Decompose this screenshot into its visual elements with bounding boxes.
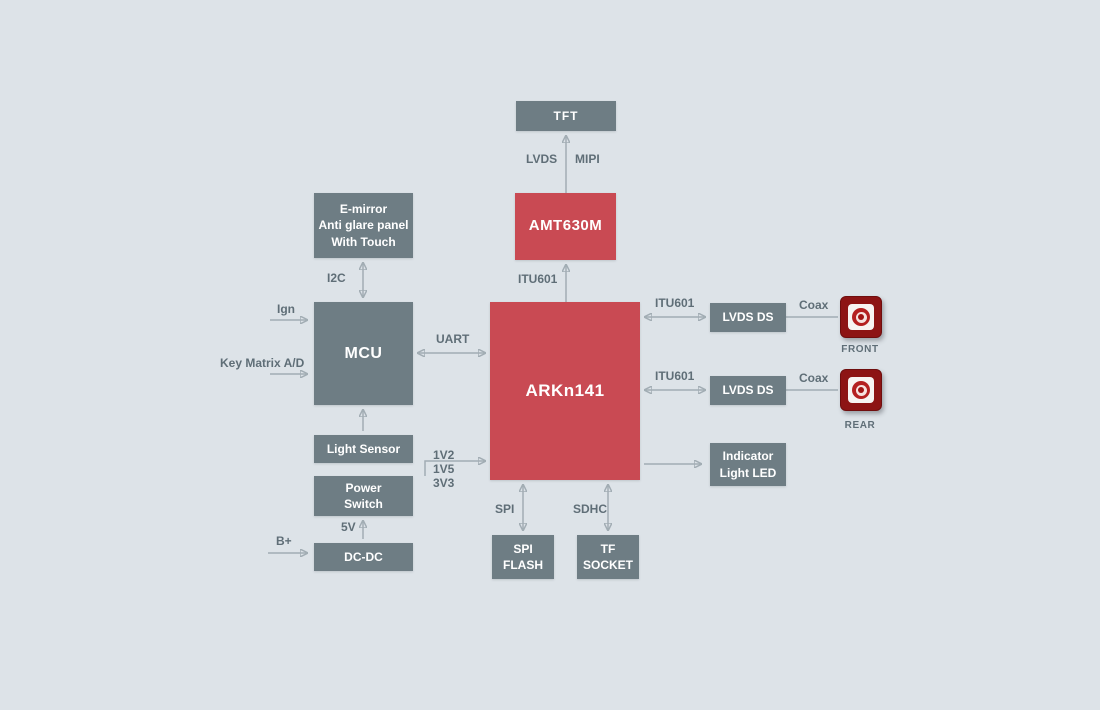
camera-body	[848, 377, 874, 403]
block-light-sensor: Light Sensor	[314, 435, 413, 463]
block-dcdc: DC-DC	[314, 543, 413, 571]
label-sdhc: SDHC	[573, 502, 608, 516]
block-spi-flash: SPI FLASH	[492, 535, 554, 579]
block-amt630m: AMT630M	[515, 193, 616, 260]
label-coax-front: Coax	[799, 298, 829, 312]
camera-lens-dot	[858, 387, 864, 393]
block-mcu: MCU	[314, 302, 413, 405]
label-bplus: B+	[276, 534, 292, 548]
camera-body	[848, 304, 874, 330]
label-key-matrix: Key Matrix A/D	[220, 356, 305, 370]
label-1v2: 1V2	[433, 448, 455, 462]
label-mipi: MIPI	[575, 152, 600, 166]
label-ign: Ign	[277, 302, 295, 316]
camera-lens-ring	[855, 311, 867, 323]
label-i2c: I2C	[327, 271, 346, 285]
block-lvds-ds-rear: LVDS DS	[710, 376, 786, 405]
label-itu601-rear: ITU601	[655, 369, 695, 383]
label-front-camera: FRONT	[841, 344, 879, 355]
camera-lens	[852, 308, 870, 326]
front-camera-icon	[840, 296, 882, 338]
line-powerswitch-ark	[424, 461, 486, 476]
block-indicator-led: Indicator Light LED	[710, 443, 786, 486]
block-tft: TFT	[516, 101, 616, 131]
block-emirror: E-mirror Anti glare panel With Touch	[314, 193, 413, 258]
label-rear-camera: REAR	[844, 420, 876, 431]
label-spi: SPI	[495, 502, 515, 516]
label-lvds: LVDS	[526, 152, 558, 166]
block-power-switch: Power Switch	[314, 476, 413, 516]
label-uart: UART	[436, 332, 470, 346]
rear-camera-icon	[840, 369, 882, 411]
camera-lens-dot	[858, 314, 864, 320]
block-arkn141: ARKn141	[490, 302, 640, 480]
label-5v: 5V	[341, 520, 356, 534]
label-coax-rear: Coax	[799, 371, 829, 385]
block-tf-socket: TF SOCKET	[577, 535, 639, 579]
camera-lens	[852, 381, 870, 399]
label-itu601-top: ITU601	[518, 272, 558, 286]
label-3v3: 3V3	[433, 476, 455, 490]
camera-lens-ring	[855, 384, 867, 396]
block-lvds-ds-front: LVDS DS	[710, 303, 786, 332]
label-itu601-front: ITU601	[655, 296, 695, 310]
label-1v5: 1V5	[433, 462, 455, 476]
